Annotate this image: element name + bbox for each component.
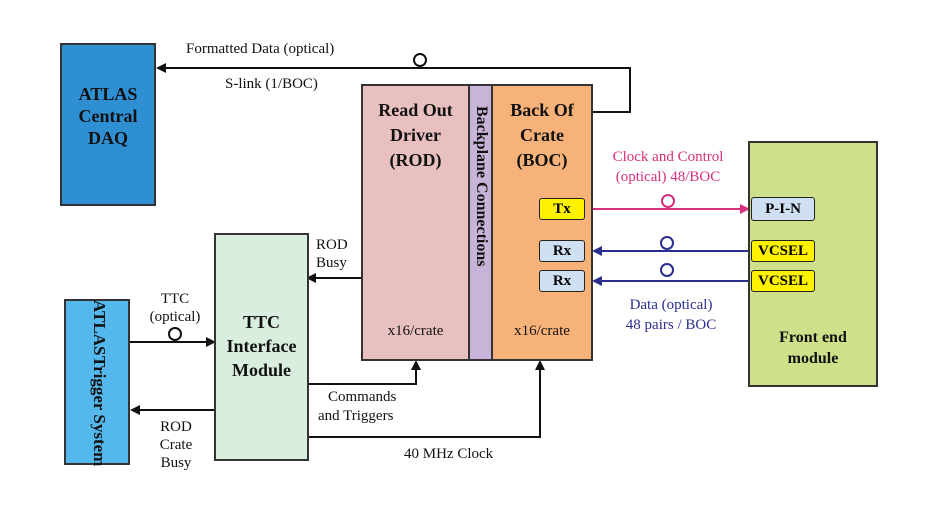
commands-label-line1: Commands [328,389,397,405]
front-end-label-line1: Front end [779,329,847,346]
slink-label: S-link (1/BOC) [225,76,318,92]
ttc-optical-label-line2: (optical) [149,309,201,325]
clock-40mhz-wire [308,360,545,438]
trigger-label-line1: ATLAS [90,300,109,356]
pin-chip: P-I-N [751,197,815,221]
rod-label-line2: Driver [390,125,441,145]
tx-chip: Tx [539,198,585,220]
boc-block: Back Of Crate (BOC) x16/crate [491,84,593,361]
boc-label-line2: Crate [520,125,564,145]
vcsel-chip-1: VCSEL [751,240,815,262]
commands-wire [308,360,421,385]
boc-label-line3: (BOC) [516,150,568,170]
backplane-label: Backplane Connections [473,106,490,267]
daq-label-line1: ATLAS [78,84,138,104]
trigger-label-line2: Trigger System [90,355,109,466]
optical-connector-icon [661,194,675,208]
boc-label-line1: Back Of [510,100,574,120]
ttc-interface-module-block: TTC Interface Module [214,233,309,461]
boc-count-label: x16/crate [514,323,570,339]
rod-count-label: x16/crate [387,323,444,339]
front-end-label-line2: module [787,350,839,367]
clock-40mhz-label: 40 MHz Clock [404,446,494,462]
clock-control-label-line1: Clock and Control [612,149,724,165]
data-optical-label-line1: Data (optical) [629,297,713,313]
rod-block: Read Out Driver (ROD) x16/crate [361,84,470,361]
slink-wire [156,63,631,113]
optical-connector-icon [660,236,674,250]
daq-label-line3: DAQ [88,128,128,148]
daq-label-line2: Central [78,106,138,126]
crate-busy-label-line2: Crate [159,437,193,453]
rod-label-line1: Read Out [378,100,453,120]
crate-busy-label-line1: ROD [160,419,192,435]
optical-connector-icon [168,327,182,341]
rx-chip-2: Rx [539,270,585,292]
rod-busy-label-line2: Busy [316,255,347,271]
data-optical-label-line2: 48 pairs / BOC [625,317,717,333]
optical-connector-icon [660,263,674,277]
ttc-optical-label-line1: TTC [160,291,190,307]
front-end-module-block: Front end module [748,141,878,387]
commands-label-line2: and Triggers [318,408,394,424]
rod-label-line3: (ROD) [389,150,442,170]
optical-connector-icon [413,53,427,67]
formatted-data-label: Formatted Data (optical) [186,41,335,57]
ttc-label-line1: TTC [242,312,280,332]
ttc-label-line2: Interface [226,336,297,356]
crate-busy-label-line3: Busy [160,455,192,471]
vcsel-chip-2: VCSEL [751,270,815,292]
backplane-block: Backplane Connections [468,84,493,361]
atlas-trigger-system-block: ATLAS Trigger System [64,299,130,466]
clock-control-label-line2: (optical) 48/BOC [615,169,721,185]
rx-chip-1: Rx [539,240,585,262]
ttc-label-line3: Module [231,360,291,380]
rod-busy-label-line1: ROD [316,237,348,253]
atlas-central-daq-block: ATLAS Central DAQ [60,43,156,206]
